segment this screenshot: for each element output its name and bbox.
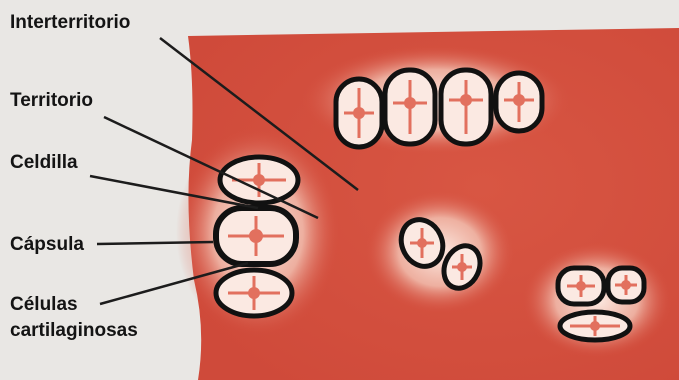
capsule <box>220 157 298 203</box>
label-cartilaginosas: cartilaginosas <box>10 319 138 342</box>
label-celdilla: Celdilla <box>10 151 78 174</box>
label-interterritorio: Interterritorio <box>10 11 130 34</box>
capsule <box>558 268 604 304</box>
capsule <box>496 73 542 131</box>
capsule <box>216 270 292 316</box>
capsule <box>441 70 491 144</box>
capsule <box>336 79 382 147</box>
capsule <box>216 208 296 264</box>
capsule <box>608 268 644 302</box>
label-capsula: Cápsula <box>10 233 84 256</box>
label-celulas: Células <box>10 293 78 316</box>
capsule <box>560 312 630 340</box>
capsule <box>385 70 435 144</box>
label-territorio: Territorio <box>10 89 93 112</box>
cell-group-left <box>216 157 298 316</box>
